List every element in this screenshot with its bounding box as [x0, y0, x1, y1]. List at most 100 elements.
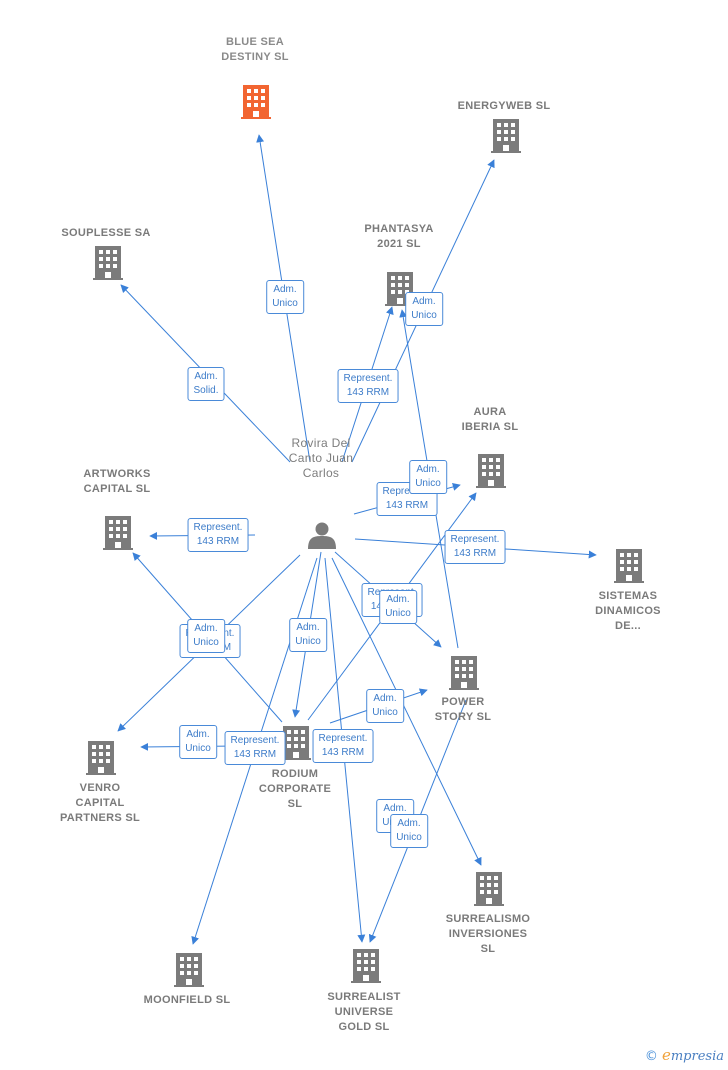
edge-label-line: Adm. — [416, 464, 440, 475]
edge-label-line: 143 RRM — [385, 500, 429, 511]
node-label-line: ENERGYWEB SL — [457, 100, 551, 112]
edge-label-line: Adm. — [194, 623, 218, 634]
node-label-souplesse[interactable]: SOUPLESSE SA — [61, 226, 150, 241]
node-label-energyweb[interactable]: ENERGYWEB SL — [458, 99, 551, 114]
edge-label-rovira-rodium[interactable]: Adm. Unico — [289, 618, 327, 652]
node-label-line: Canto Juan — [288, 451, 354, 465]
edge-label-line: Adm. — [296, 622, 320, 633]
company-node-souplesse-building-icon[interactable] — [93, 246, 123, 280]
edge-label-line: Adm. — [397, 818, 421, 829]
edge-label-line: 143 RRM — [346, 387, 390, 398]
edge-label-line: Adm. — [186, 729, 210, 740]
company-node-power-building-icon[interactable] — [449, 656, 479, 690]
edge-label-line: Adm. — [373, 693, 397, 704]
edge-label-line: Represent. — [230, 735, 280, 746]
nodes-layer — [86, 85, 644, 987]
company-node-bluesea-building-icon[interactable] — [241, 85, 271, 119]
edge-label-rovira-artworks[interactable]: Represent.143 RRM — [187, 518, 249, 552]
node-label-phantasya[interactable]: PHANTASYA 2021 SL — [364, 222, 433, 252]
company-node-rodium-building-icon[interactable] — [281, 726, 311, 760]
edge-label-line: 143 RRM — [196, 536, 240, 547]
node-label-line: CAPITAL SL — [83, 483, 151, 495]
edge-label-rovira-energyweb[interactable]: Adm. Unico — [405, 292, 443, 326]
edge-label-line: 143 RRM — [233, 749, 277, 760]
brand-name: mpresia — [670, 1049, 724, 1064]
edge-label-line: Represent. — [318, 733, 368, 744]
node-label-line: AURA — [473, 406, 507, 418]
edge-label-rodium-aura[interactable]: Adm.Unico — [379, 590, 417, 624]
company-node-venro-building-icon[interactable] — [86, 741, 116, 775]
node-label-artworks[interactable]: ARTWORKS CAPITAL SL — [83, 467, 150, 497]
company-node-surrealist-building-icon[interactable] — [351, 949, 381, 983]
node-label-line: SISTEMAS — [598, 590, 658, 602]
company-node-energyweb-building-icon[interactable] — [491, 119, 521, 153]
edge-label-line: 143 RRM — [321, 747, 365, 758]
edge-label-line: Unico — [185, 743, 211, 754]
node-label-line: PARTNERS SL — [59, 812, 141, 824]
edge-label-line: Adm. — [273, 284, 297, 295]
copyright-symbol: © — [644, 1049, 658, 1064]
edge-label-rovira-surrealist[interactable]: Represent. 143 RRM — [312, 729, 374, 763]
edge-rovira-surrealismo — [331, 557, 482, 866]
person-node-user-icon[interactable] — [308, 522, 336, 550]
person-body — [308, 536, 336, 549]
node-label-line: ARTWORKS — [83, 468, 151, 480]
node-label-line: SOUPLESSE SA — [61, 227, 151, 239]
node-label-line: DINAMICOS — [595, 605, 661, 617]
edge-label-line: Adm. — [412, 296, 436, 307]
company-node-aura-building-icon[interactable] — [476, 454, 506, 488]
node-label-sistemas[interactable]: SISTEMAS DINAMICOS DE... — [595, 589, 661, 634]
edge-label-line: Unico — [295, 636, 321, 647]
company-node-sistemas-building-icon[interactable] — [614, 549, 644, 583]
edge-label-line: Adm. — [383, 803, 407, 814]
edge-label-rovira-bluesea[interactable]: Adm. Unico — [266, 280, 304, 314]
node-label-line: SURREALISMO — [445, 913, 531, 925]
edge-label-line: Adm. — [194, 371, 218, 382]
edge-label-rodium-power[interactable]: Adm. Unico — [366, 689, 404, 723]
company-node-moonfield-building-icon[interactable] — [174, 953, 204, 987]
edge-label-rovira-moonfield[interactable]: Represent. 143 RRM — [224, 731, 286, 765]
node-label-line: Rovira Del — [291, 436, 351, 450]
edge-label-line: Unico — [411, 310, 437, 321]
company-node-surrealismo-building-icon[interactable] — [474, 872, 504, 906]
node-label-line: UNIVERSE — [334, 1006, 394, 1018]
node-label-line: SL — [287, 798, 303, 810]
edge-label-power-phantasya[interactable]: Adm. Unico — [409, 460, 447, 494]
edge-label-rovira-sistemas[interactable]: Represent.143 RRM — [444, 530, 506, 564]
edge-label-power-surrealist[interactable]: Adm. Unico — [390, 814, 428, 848]
node-label-line: DE... — [615, 620, 641, 632]
node-label-moonfield[interactable]: MOONFIELD SL — [144, 993, 231, 1008]
node-label-line: BLUE SEA — [225, 36, 285, 48]
node-label-line: 2021 SL — [377, 238, 421, 250]
edge-label-rovira-souplesse[interactable]: Adm.Solid. — [187, 367, 225, 401]
node-label-line: Carlos — [302, 466, 340, 480]
edge-label-line: Unico — [396, 832, 422, 843]
node-label-line: RODIUM — [271, 768, 319, 780]
edge-label-rovira-phantasya[interactable]: Represent. 143 RRM — [337, 369, 399, 403]
node-label-surrealist[interactable]: SURREALIST UNIVERSE GOLD SL — [327, 990, 400, 1035]
node-label-line: PHANTASYA — [364, 223, 434, 235]
edge-label-line: Unico — [415, 478, 441, 489]
node-label-line: VENRO — [79, 782, 121, 794]
edge-label-line: Adm. — [386, 594, 410, 605]
edge-label-line: Represent. — [343, 373, 393, 384]
empresia-logo[interactable]: © empresia — [645, 1046, 724, 1064]
edge-label-line: Unico — [372, 707, 398, 718]
node-label-line: MOONFIELD SL — [143, 994, 231, 1006]
company-node-artworks-building-icon[interactable] — [103, 516, 133, 550]
edge-label-line: 143 RRM — [453, 548, 497, 559]
node-label-line: GOLD SL — [338, 1021, 390, 1033]
edge-label-rodium-venro[interactable]: Adm. Unico — [179, 725, 217, 759]
edge-label-rodium-artworks[interactable]: Adm. Unico — [187, 619, 225, 653]
node-label-line: SURREALIST — [327, 991, 401, 1003]
edge-label-line: Unico — [193, 637, 219, 648]
edge-label-line: Unico — [272, 298, 298, 309]
